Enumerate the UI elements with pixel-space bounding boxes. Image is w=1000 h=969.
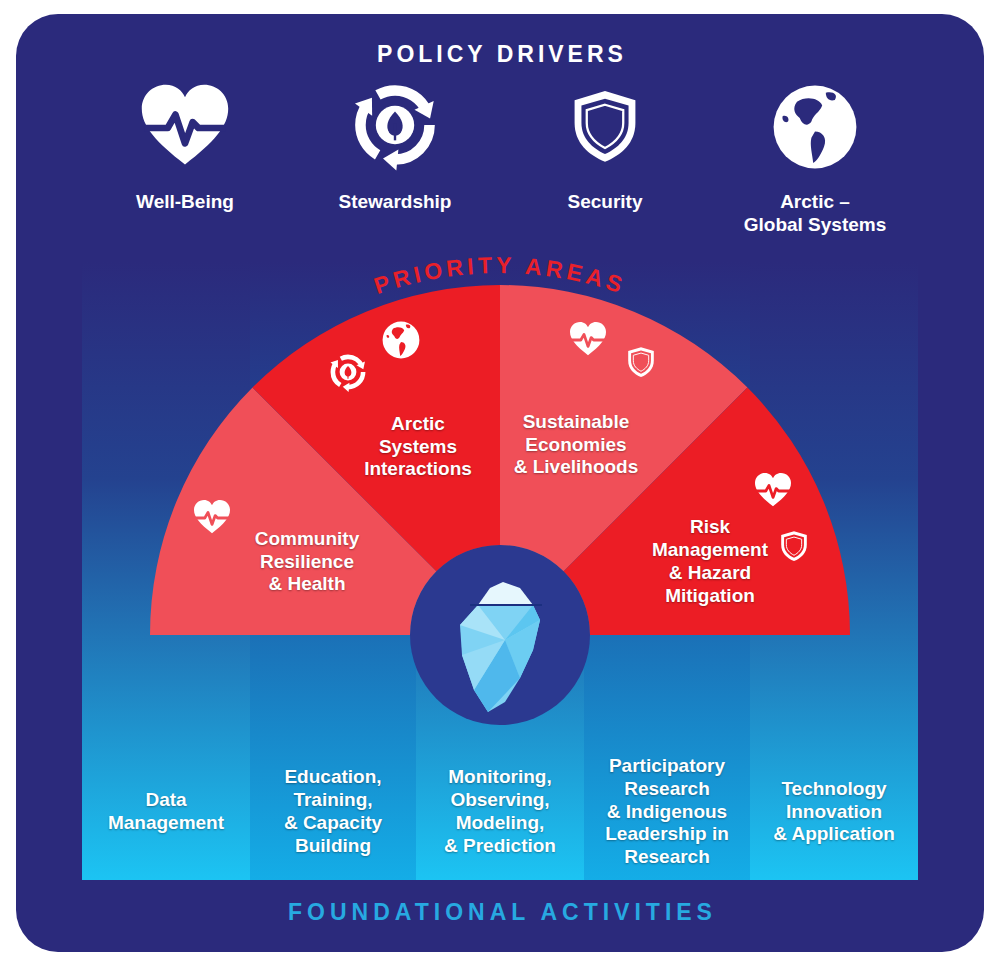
column-stripe	[416, 262, 584, 880]
text-run: Management	[108, 812, 224, 833]
heart-icon	[142, 85, 228, 165]
text-run: ACTIVITIES	[540, 899, 717, 925]
node-text: Technology Innovation & Application	[759, 778, 909, 846]
driver-label: Well-Being	[110, 191, 260, 214]
foundation-column: Data Management	[82, 640, 250, 880]
shield-icon	[628, 347, 654, 377]
column-stripe	[82, 262, 250, 880]
node-text: Community Resilience & Health	[245, 528, 369, 596]
text-run: Management	[652, 539, 768, 560]
wedge-shape	[150, 285, 850, 635]
node-text: Risk Management & Hazard Mitigation	[648, 516, 773, 607]
iceberg	[460, 582, 542, 712]
text-run: Building	[295, 835, 371, 856]
text-run: Participatory	[609, 755, 725, 776]
heart-icon	[570, 322, 606, 355]
foundation-column: Participatory Research & Indigenous Lead…	[584, 640, 750, 880]
driver-label: Stewardship	[320, 191, 470, 214]
text-run: & Capacity	[284, 812, 382, 833]
text-run: Observing,	[450, 789, 549, 810]
heart-icon	[194, 500, 230, 533]
globe-icon	[774, 86, 857, 169]
text-run: Innovation	[786, 801, 882, 822]
priority-wedge: Risk Management & Hazard Mitigation	[150, 285, 850, 635]
wedge-shape	[150, 285, 850, 635]
node-text: Data Management	[91, 789, 241, 835]
outer-panel	[16, 14, 984, 952]
section-heading: POLICY DRIVERS	[377, 41, 627, 69]
globe-icon	[383, 322, 420, 359]
text-run: Resilience	[260, 551, 354, 572]
wedge-shape	[150, 285, 850, 635]
text-run: in	[712, 823, 729, 844]
column-stripe	[750, 262, 918, 880]
text-run: Leadership	[605, 823, 706, 844]
node-text: Sustainable Economies & Livelihoods	[507, 411, 645, 479]
text-run: & Livelihoods	[514, 456, 639, 477]
text-run: Community	[255, 528, 360, 549]
text-run: Well-Being	[136, 191, 234, 212]
shield-icon	[781, 531, 807, 561]
text-run: Interactions	[364, 458, 472, 479]
wedge-fill	[564, 388, 850, 635]
text-run: Risk	[690, 516, 730, 537]
text-run: Data	[145, 789, 186, 810]
recycle-icon	[355, 90, 440, 170]
text-run: Mitigation	[665, 585, 755, 606]
text-run: Stewardship	[339, 191, 452, 212]
text-run: & Indigenous	[607, 801, 727, 822]
curved-heading: PRIORITY AREAS	[371, 252, 630, 299]
text-run: Monitoring,	[448, 766, 551, 787]
text-run: Technology	[781, 778, 886, 799]
node-text: Monitoring, Observing, Modeling, & Predi…	[425, 766, 575, 857]
text-run: Sustainable	[523, 411, 630, 432]
column-stripe	[250, 262, 416, 880]
text-run: Education,	[284, 766, 381, 787]
priority-wedge: Community Resilience & Health	[150, 285, 850, 635]
text-run: Research	[624, 778, 710, 799]
text-run: Global Systems	[744, 214, 887, 235]
text-run: Security	[568, 191, 643, 212]
node-text: Education, Training, & Capacity Building	[258, 766, 408, 857]
text-run: & Hazard	[669, 562, 751, 583]
wedge-fill	[150, 388, 436, 635]
text-run: Economies	[525, 434, 626, 455]
text-run: POLICY	[377, 41, 486, 67]
priority-wedge: Arctic Systems Interactions	[150, 285, 850, 635]
text-run: Modeling,	[456, 812, 545, 833]
shield-icon	[575, 91, 636, 162]
text-run: & Application	[773, 823, 895, 844]
column-stripe	[584, 262, 750, 880]
driver-label: Arctic – Global Systems	[742, 191, 888, 237]
text-run: Arctic	[391, 413, 445, 434]
text-run: Arctic –	[780, 191, 850, 212]
text-run: FOUNDATIONAL	[288, 899, 530, 925]
foundation-column: Technology Innovation & Application	[750, 640, 918, 880]
foundation-column: Monitoring, Observing, Modeling, & Predi…	[416, 640, 584, 880]
text-run: Training,	[293, 789, 372, 810]
section-heading: FOUNDATIONAL ACTIVITIES	[288, 899, 717, 927]
node-text: Arctic Systems Interactions	[359, 413, 477, 481]
node-text: Participatory Research & Indigenous Lead…	[592, 755, 742, 869]
priority-wedge: Sustainable Economies & Livelihoods	[150, 285, 850, 635]
center-disc	[410, 545, 590, 725]
foundation-column: Education, Training, & Capacity Building	[250, 640, 416, 880]
driver-label: Security	[530, 191, 680, 214]
heart-icon	[755, 473, 791, 506]
wedge-shape	[150, 285, 850, 635]
wedge-fill	[253, 285, 500, 571]
curved-heading-text: PRIORITY AREAS	[371, 252, 630, 299]
text-run: DRIVERS	[497, 41, 627, 67]
wedge-fill	[500, 285, 747, 571]
text-run: & Prediction	[444, 835, 556, 856]
text-run: Systems	[379, 436, 457, 457]
text-run: Research	[624, 846, 710, 867]
text-run: & Health	[268, 573, 345, 594]
recycle-icon	[330, 357, 367, 392]
